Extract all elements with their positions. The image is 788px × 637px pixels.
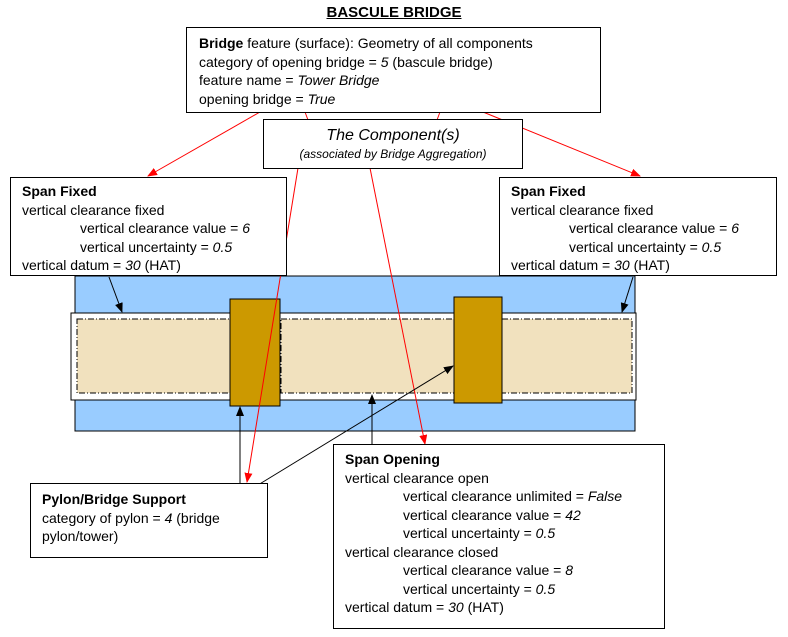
pylon-box: Pylon/Bridge Support category of pylon =… <box>30 483 268 558</box>
span-opening-box: Span Opening vertical clearance open ver… <box>333 444 665 629</box>
pylon-right <box>453 296 503 404</box>
bridge-geometry-text: feature (surface): Geometry of all compo… <box>243 35 533 51</box>
vc-closed-value: 8 <box>565 562 574 578</box>
bridge-label: Bridge <box>199 35 244 51</box>
vu-open-value: 0.5 <box>535 525 556 541</box>
span-fixed-right-l1: vertical clearance fixed <box>511 201 654 218</box>
category-opening-desc: (bascule bridge) <box>388 53 493 70</box>
vc-open-value: 42 <box>565 506 581 523</box>
vc-value: 6 <box>731 220 740 236</box>
pylon-heading: Pylon/Bridge Support <box>42 491 186 507</box>
vu-value: 0.5 <box>212 238 233 255</box>
black-arrow-right-span <box>620 276 634 313</box>
vd-label: vertical datum = <box>511 257 615 273</box>
vu-closed-label: vertical uncertainty = <box>403 580 536 597</box>
vc-open-label: vertical clearance open <box>345 469 489 486</box>
span-fixed-right-shape <box>501 318 633 394</box>
diagram-title: BASCULE BRIDGE <box>326 4 462 21</box>
span-fixed-left-l1: vertical clearance fixed <box>22 201 165 218</box>
vu-open-label: vertical uncertainty = <box>403 525 536 541</box>
black-arrow-left-span <box>108 276 123 313</box>
red-line-bridge-to-component-right <box>436 111 441 121</box>
span-opening-heading: Span Opening <box>345 451 440 467</box>
vd-desc: (HAT) <box>140 257 181 273</box>
vc-value-label: vertical clearance value = <box>80 220 243 236</box>
vc-open-value-label: vertical clearance value = <box>403 506 566 523</box>
feature-name-value: Tower Bridge <box>297 72 380 88</box>
span-opening-shape <box>280 318 455 394</box>
pylon-left <box>229 298 281 407</box>
span-fixed-right-heading: Span Fixed <box>511 183 586 199</box>
vd-opening-value: 30 <box>448 599 464 615</box>
vc-value-label: vertical clearance value = <box>569 220 732 236</box>
component-heading: The Component(s) <box>326 127 460 144</box>
vu-label: vertical uncertainty = <box>80 238 213 255</box>
opening-bridge-label: opening bridge = <box>199 90 308 107</box>
category-opening-label: category of opening bridge = <box>199 53 381 70</box>
vu-closed-value: 0.5 <box>535 580 556 597</box>
category-pylon-desc: (bridge <box>172 509 220 526</box>
red-line-bridge-to-component-left <box>304 111 309 121</box>
vu-value: 0.5 <box>701 238 722 255</box>
vd-label: vertical datum = <box>22 257 126 273</box>
vc-closed-value-label: vertical clearance value = <box>403 562 566 578</box>
red-arrow-to-pylon <box>244 167 299 483</box>
red-arrow-to-left-span <box>147 111 261 177</box>
category-pylon-desc-cont: pylon/tower) <box>42 528 119 544</box>
span-fixed-left-heading: Span Fixed <box>22 183 97 199</box>
component-subheading: (associated by Bridge Aggregation) <box>299 147 487 161</box>
vc-unlimited-label: vertical clearance unlimited = <box>403 488 588 504</box>
category-opening-value: 5 <box>380 53 389 70</box>
vd-desc: (HAT) <box>629 257 670 273</box>
vc-value: 6 <box>242 220 251 236</box>
vd-value: 30 <box>125 257 141 273</box>
feature-name-label: feature name = <box>199 72 298 88</box>
red-arrow-to-span-opening <box>369 167 428 445</box>
category-pylon-value: 4 <box>164 509 173 526</box>
vd-value: 30 <box>614 257 630 273</box>
vc-closed-label: vertical clearance closed <box>345 543 499 560</box>
opening-bridge-value: True <box>307 90 336 107</box>
vd-opening-label: vertical datum = <box>345 599 449 615</box>
vc-unlimited-value: False <box>587 488 623 504</box>
vu-label: vertical uncertainty = <box>569 238 702 255</box>
component-box: The Component(s) (associated by Bridge A… <box>263 119 523 169</box>
black-arrow-pylon-right <box>257 365 454 486</box>
category-pylon-label: category of pylon = <box>42 509 165 526</box>
span-fixed-left-box: Span Fixed vertical clearance fixed vert… <box>10 177 287 276</box>
span-fixed-left-shape <box>76 318 232 394</box>
bridge-feature-box: Bridge feature (surface): Geometry of al… <box>186 27 601 113</box>
span-fixed-right-box: Span Fixed vertical clearance fixed vert… <box>499 177 777 276</box>
vd-opening-desc: (HAT) <box>463 599 504 615</box>
